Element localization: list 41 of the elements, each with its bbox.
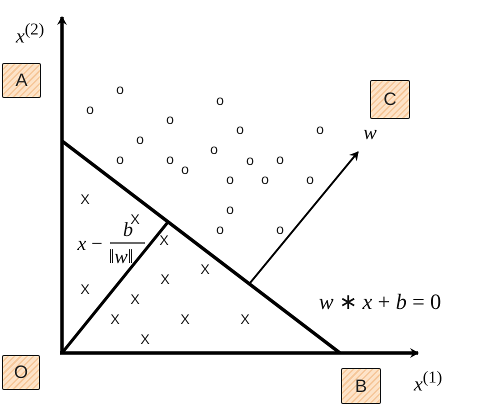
circle-sample-mark: o: [276, 152, 284, 166]
vector-label: w: [363, 123, 377, 143]
cross-sample-mark: X: [180, 312, 190, 326]
cross-sample-mark: X: [240, 312, 250, 326]
equation-label: w ∗ x + b = 0: [318, 291, 442, 313]
circle-sample-mark: o: [136, 132, 144, 146]
cross-sample-mark: X: [140, 332, 150, 346]
circle-sample-mark: o: [226, 202, 234, 216]
formula-text: x −: [77, 234, 103, 254]
cross-sample-mark: X: [200, 262, 210, 276]
circle-sample-mark: o: [210, 142, 218, 156]
axis-label: x$^{(2)}$: [16, 22, 44, 46]
circle-sample-mark: o: [261, 172, 269, 186]
cross-sample-mark: X: [130, 212, 140, 226]
circle-sample-mark: o: [116, 152, 124, 166]
hatched-label-box: B: [341, 368, 381, 404]
circle-sample-mark: o: [316, 122, 324, 136]
cross-sample-mark: X: [110, 312, 120, 326]
axis-label: x$^{(1)}$: [414, 370, 442, 394]
circle-sample-mark: o: [181, 162, 189, 176]
cross-sample-mark: X: [130, 292, 140, 306]
cross-sample-mark: X: [80, 192, 90, 206]
cross-sample-mark: X: [80, 282, 90, 296]
hatched-label-box: C: [370, 80, 410, 119]
cross-sample-mark: X: [160, 272, 170, 286]
circle-sample-mark: o: [306, 172, 314, 186]
circle-sample-mark: o: [166, 112, 174, 126]
circle-sample-mark: o: [226, 172, 234, 186]
circle-sample-mark: o: [246, 153, 254, 167]
hatched-label-box: O: [2, 355, 40, 390]
hatched-label-box: A: [2, 63, 41, 98]
formula-numerator: b: [123, 220, 133, 240]
circle-sample-mark: o: [216, 222, 224, 236]
circle-sample-mark: o: [276, 222, 284, 236]
circle-sample-mark: o: [86, 102, 94, 116]
circle-sample-mark: o: [236, 122, 244, 136]
formula-denominator: ‖w‖: [108, 247, 134, 267]
circle-sample-mark: o: [166, 152, 174, 166]
circle-sample-mark: o: [116, 82, 124, 96]
circle-sample-mark: o: [216, 93, 224, 107]
cross-sample-mark: X: [159, 233, 169, 247]
